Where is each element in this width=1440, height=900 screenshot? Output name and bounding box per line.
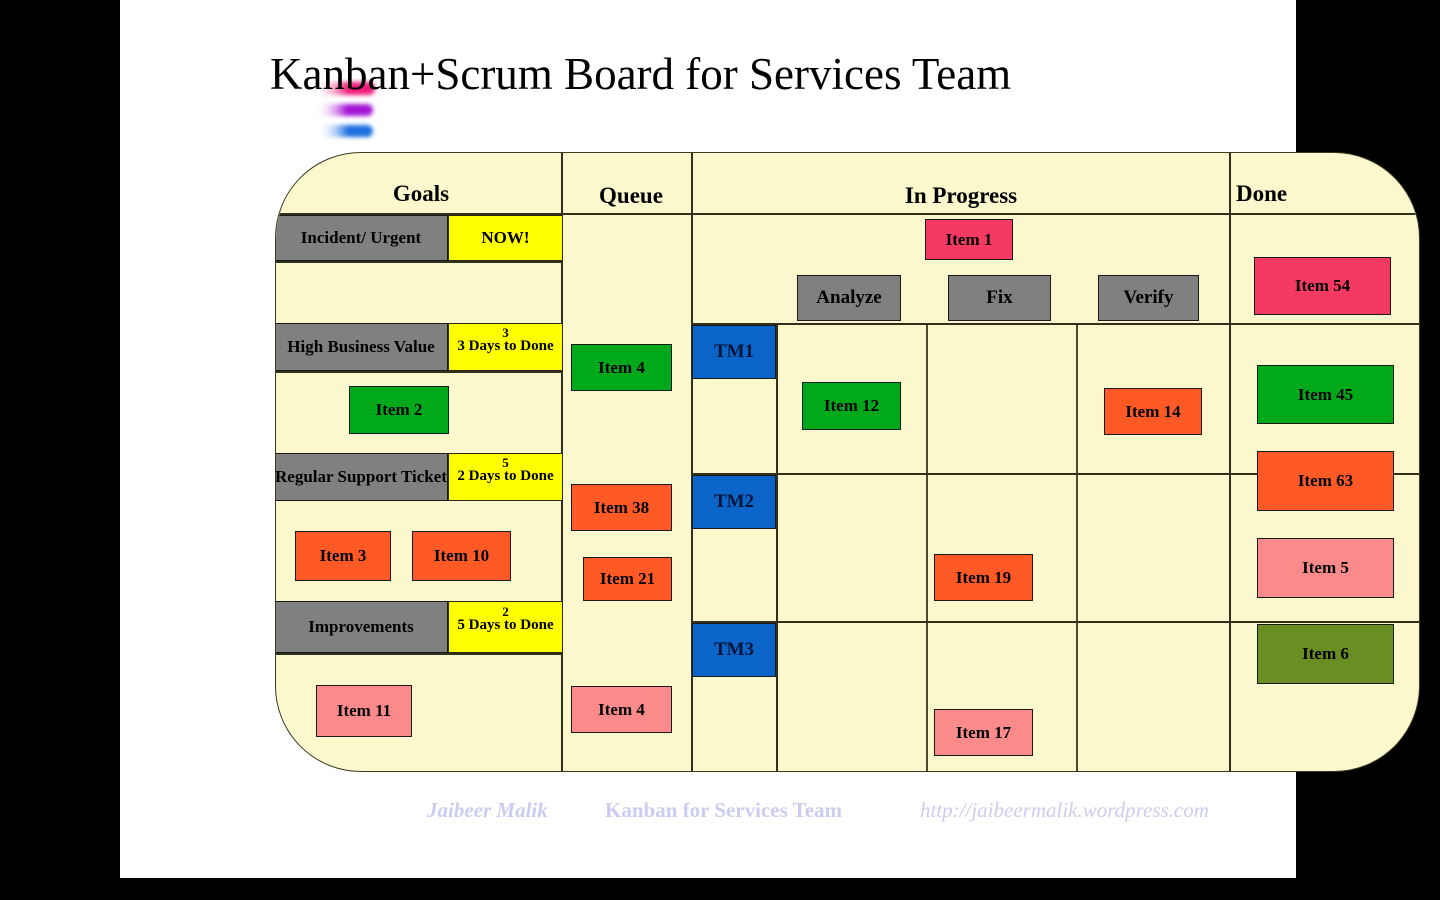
card-goals-item-10[interactable]: Item 10 (412, 531, 511, 581)
goal-label-improvements[interactable]: Improvements (276, 601, 448, 653)
done-tick-3 (1229, 621, 1419, 623)
stage-chip-fix[interactable]: Fix (948, 275, 1051, 321)
card-label: Item 38 (593, 497, 650, 517)
card-queue-item-4-pink[interactable]: Item 4 (571, 686, 672, 733)
column-header-in-progress: In Progress (904, 183, 1018, 208)
column-header-goals: Goals (392, 181, 450, 206)
card-label: Item 11 (336, 701, 392, 721)
goal-row-divider-5 (276, 653, 561, 655)
card-label: Item 63 (1297, 471, 1354, 491)
card-label: Item 17 (955, 722, 1012, 742)
card-queue-item-4-green[interactable]: Item 4 (571, 344, 672, 391)
divider-fix-verify (1076, 323, 1078, 771)
card-goals-item-2[interactable]: Item 2 (349, 386, 449, 434)
goal-row-divider-1 (276, 261, 561, 263)
footer-url[interactable]: http://jaibeermalik.wordpress.com (920, 798, 1209, 822)
card-label: Item 4 (598, 357, 645, 377)
card-label: Item 12 (823, 396, 880, 416)
card-done-item-54[interactable]: Item 54 (1254, 257, 1391, 315)
goal-label-incident[interactable]: Incident/ Urgent (276, 215, 448, 261)
kanban-board: Goals Queue In Progress Done Incident/ U… (275, 152, 1420, 772)
goal-label-regular-support-ticket[interactable]: Regular Support Ticket (276, 453, 448, 501)
divider-swimlane-column (776, 323, 778, 771)
stage-label: Analyze (816, 287, 882, 308)
footer-author: Jaibeer Malik (427, 798, 548, 822)
divider-queue-inprogress (691, 153, 693, 771)
swimlane-label-tm1[interactable]: TM1 (692, 325, 776, 379)
card-done-item-5[interactable]: Item 5 (1257, 538, 1394, 598)
card-queue-item-38[interactable]: Item 38 (571, 484, 672, 531)
goal-label-high-business-value[interactable]: High Business Value (276, 323, 448, 371)
header-divider (276, 213, 1419, 215)
card-label: Item 45 (1297, 384, 1354, 404)
stage-label: Fix (986, 287, 1013, 308)
stage-chip-verify[interactable]: Verify (1098, 275, 1199, 321)
stage-chip-analyze[interactable]: Analyze (797, 275, 901, 321)
card-label: Item 19 (955, 567, 1012, 587)
goal-sla-days: NOW! (481, 228, 530, 247)
divider-analyze-fix (926, 323, 928, 771)
goal-sla-days: 3 Days to Done (457, 338, 554, 354)
swimlane-divider-3 (691, 621, 1419, 623)
card-done-item-6[interactable]: Item 6 (1257, 624, 1394, 684)
swimlane-divider-1 (691, 323, 1419, 325)
goal-label-text: Improvements (308, 617, 414, 637)
card-inprogress-item-14[interactable]: Item 14 (1104, 388, 1202, 435)
card-label: Item 6 (1302, 644, 1349, 664)
column-header-done: Done (1236, 181, 1288, 206)
card-label: Item 21 (599, 569, 656, 589)
card-inprogress-item-1[interactable]: Item 1 (925, 219, 1013, 260)
card-label: Item 2 (375, 400, 423, 420)
card-label: Item 4 (598, 699, 645, 719)
goal-wip-limit: 2 (502, 604, 509, 619)
goal-wip-limit: 3 (502, 325, 509, 340)
goal-label-text: Regular Support Ticket (276, 467, 447, 487)
card-label: Item 1 (945, 229, 993, 249)
swimlane-label-tm3[interactable]: TM3 (692, 623, 776, 677)
swimlane-text: TM1 (713, 341, 755, 363)
card-done-item-45[interactable]: Item 45 (1257, 365, 1394, 424)
card-queue-item-21[interactable]: Item 21 (583, 557, 672, 601)
goal-sla-days: 5 Days to Done (457, 617, 554, 633)
board-inner: Goals Queue In Progress Done Incident/ U… (276, 153, 1419, 771)
card-done-item-63[interactable]: Item 63 (1257, 451, 1394, 511)
card-inprogress-item-17[interactable]: Item 17 (934, 709, 1033, 756)
swimlane-text: TM3 (713, 639, 755, 661)
page-title: Kanban+Scrum Board for Services Team (270, 49, 1012, 99)
logo-stripes-icon (313, 82, 375, 137)
swimlane-label-tm2[interactable]: TM2 (692, 475, 776, 529)
card-label: Item 14 (1125, 401, 1181, 421)
done-tick-1 (1229, 323, 1419, 325)
card-inprogress-item-12[interactable]: Item 12 (802, 382, 901, 430)
card-goals-item-11[interactable]: Item 11 (316, 685, 412, 737)
goal-sla-improvements: 2 5 Days to Done (448, 601, 563, 653)
goal-sla-regular-support-ticket: 5 2 Days to Done (448, 453, 563, 501)
divider-inprogress-done (1229, 153, 1231, 771)
card-goals-item-3[interactable]: Item 3 (295, 531, 391, 581)
footer: Jaibeer Malik Kanban for Services Team h… (275, 798, 1420, 834)
card-label: Item 3 (319, 546, 367, 566)
goal-sla-high-business-value: 3 3 Days to Done (448, 323, 563, 371)
goal-sla-incident: NOW! (448, 215, 563, 261)
swimlane-text: TM2 (713, 491, 755, 513)
goal-label-text: High Business Value (287, 337, 435, 357)
card-inprogress-item-19[interactable]: Item 19 (934, 554, 1033, 601)
card-label: Item 54 (1294, 276, 1351, 296)
card-label: Item 5 (1302, 558, 1349, 578)
goal-row-divider-2 (276, 371, 561, 373)
goal-wip-limit: 5 (502, 455, 509, 470)
swimlane-divider-2 (691, 473, 1419, 475)
card-label: Item 10 (433, 546, 490, 566)
goal-label-text: Incident/ Urgent (300, 228, 422, 248)
column-header-queue: Queue (599, 183, 663, 208)
goal-sla-days: 2 Days to Done (457, 468, 554, 484)
footer-subject: Kanban for Services Team (605, 798, 843, 822)
slide-canvas: Kanban+Scrum Board for Services Team (120, 0, 1420, 878)
stage-label: Verify (1123, 287, 1174, 308)
